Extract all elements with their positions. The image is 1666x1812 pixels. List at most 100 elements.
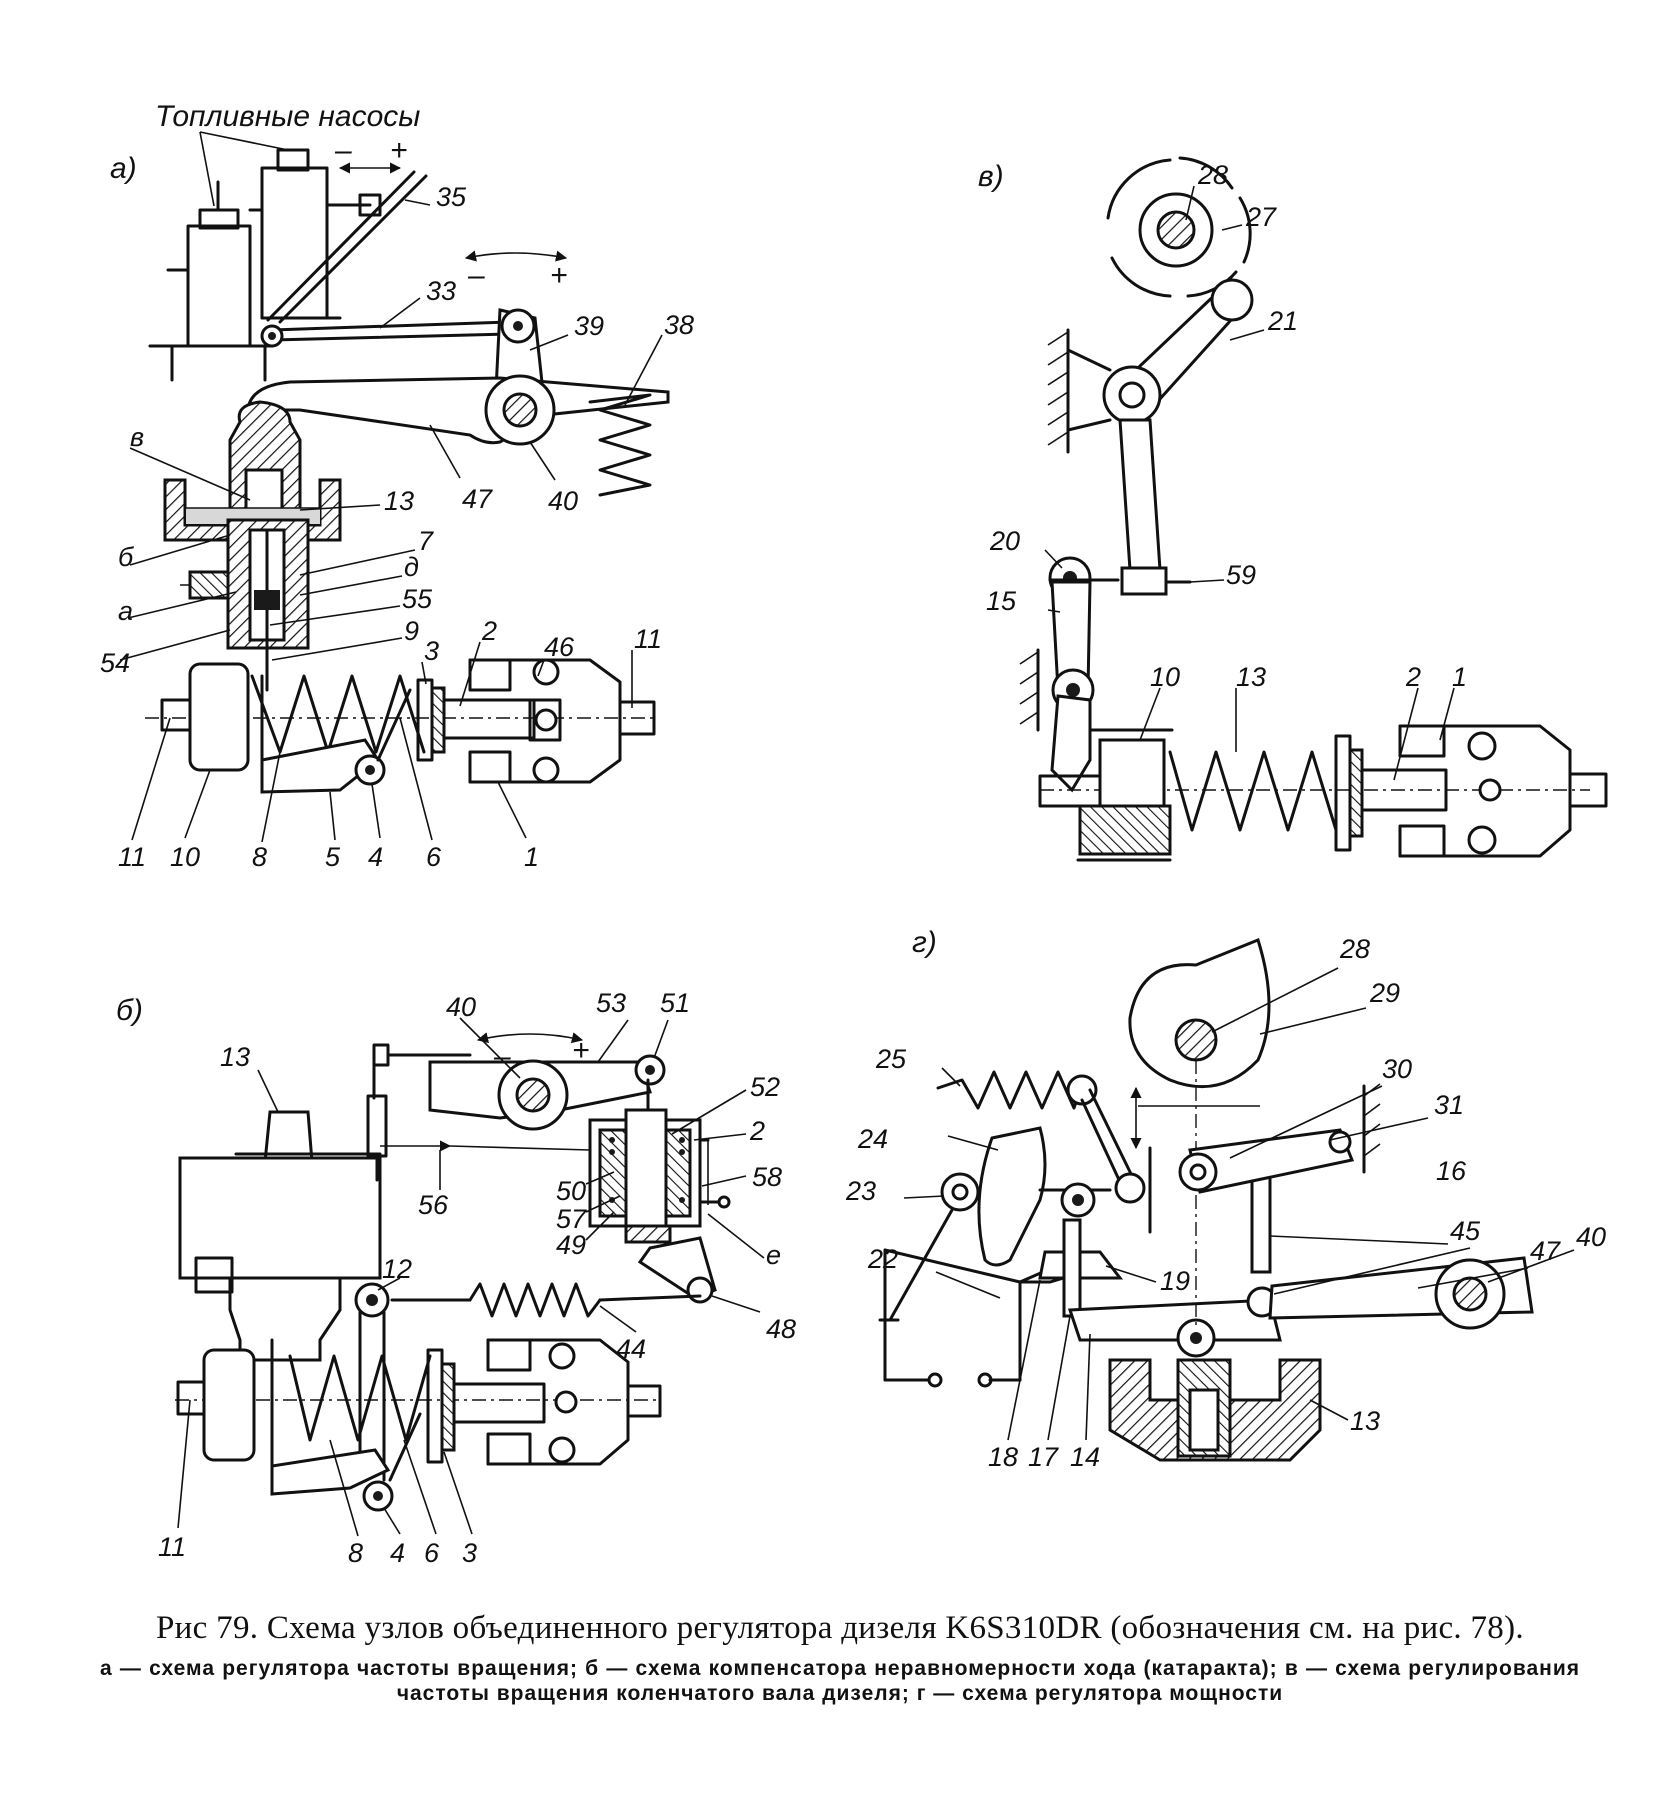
panel-a-part-label: 40	[548, 486, 578, 516]
leader-lines	[119, 131, 1575, 1537]
fuel-pump-right	[248, 148, 382, 320]
panel-g-part-label: 18	[988, 1442, 1018, 1472]
link-33	[270, 320, 512, 332]
caption-legend: а — схема регулятора частоты вращения; б…	[100, 1657, 1580, 1705]
panel-b-part-label: 8	[348, 1538, 363, 1568]
panel-a-part-label: 2	[481, 616, 497, 646]
panel-v-part-label: 15	[986, 586, 1017, 616]
panel-a-lever-minus-sign: –	[467, 259, 485, 292]
panel-a-part-label: 8	[252, 842, 267, 872]
panel-a-lever-plus-sign: +	[550, 259, 568, 292]
panel-b-part-label: 53	[596, 988, 626, 1018]
spring-44	[468, 1282, 602, 1318]
panel-g-part-label: 17	[1028, 1442, 1059, 1472]
panel-b-part-label: 44	[616, 1334, 646, 1364]
panel-b-part-label: 13	[220, 1042, 250, 1072]
flyweight-drum-10	[188, 662, 250, 772]
panel-v-part-label: 13	[1236, 662, 1266, 692]
figure-caption: Рис 79. Схема узлов объединенного регуля…	[100, 1608, 1580, 1706]
panel-a-part-label: 7	[418, 526, 434, 556]
panel-b-part-label: 57	[556, 1204, 587, 1234]
panel-b-part-label: 3	[462, 1538, 477, 1568]
flyweight-drum	[202, 1348, 256, 1462]
panel-a-part-label: 54	[100, 648, 130, 678]
shaft-28	[1156, 210, 1196, 250]
fuel-pump-left	[148, 180, 274, 382]
panel-b-part-label: 50	[556, 1176, 586, 1206]
panel-b-minus-sign: –	[493, 1040, 511, 1073]
panel-a-plus-sign: +	[390, 134, 408, 167]
panel-g-part-label: 22	[867, 1244, 898, 1274]
panel-g-part-label: 24	[857, 1124, 888, 1154]
panel-g-part-label: 13	[1350, 1406, 1380, 1436]
panel-a-part-label: 1	[524, 842, 539, 872]
panel-a-part-label: 10	[170, 842, 200, 872]
panel-g-part-label: 31	[1434, 1090, 1464, 1120]
panel-a-part-label: а	[118, 596, 133, 626]
panel-b-part-label: 40	[446, 992, 476, 1022]
panel-v-part-label: 2	[1405, 662, 1421, 692]
panel-b-part-label: е	[766, 1240, 781, 1270]
panel-a-part-label: 11	[634, 624, 662, 654]
panel-a-part-label: 47	[462, 484, 493, 514]
lever-adjust-arrow	[464, 250, 568, 262]
panel-b-letter: б)	[116, 994, 143, 1027]
panel-v-part-label: 59	[1226, 560, 1256, 590]
panel-a-part-label: 35	[436, 182, 467, 212]
panel-a-part-label: 4	[368, 842, 383, 872]
rod	[1118, 418, 1162, 572]
panel-v-part-label: 20	[989, 526, 1020, 556]
panel-a-part-label: 33	[426, 276, 456, 306]
panel-b-part-label: 52	[750, 1072, 780, 1102]
panel-v-letter: в)	[978, 160, 1004, 193]
panel-g-part-label: 45	[1450, 1216, 1481, 1246]
panel-b-part-label: 56	[418, 1190, 449, 1220]
bearing-3	[430, 686, 446, 754]
panel-b-part-label: 2	[749, 1116, 765, 1146]
panel-v-crankshaft-regulation	[1019, 156, 1608, 862]
panel-a-part-label: 6	[426, 842, 442, 872]
panel-a-part-label: 46	[544, 632, 575, 662]
panel-g-part-label: 23	[845, 1176, 876, 1206]
panel-g-part-label: 40	[1576, 1222, 1606, 1252]
shaft-28	[1174, 1018, 1218, 1062]
panel-a-part-label: 9	[404, 616, 419, 646]
cam-29	[1128, 938, 1271, 1089]
panel-a-title: Топливные насосы	[155, 100, 420, 133]
lever-14	[1067, 1298, 1282, 1342]
panel-g-part-label: 14	[1070, 1442, 1100, 1472]
panel-b-part-label: 4	[390, 1538, 405, 1568]
panel-a-part-label: 3	[424, 636, 439, 666]
panel-g-part-label: 19	[1160, 1266, 1190, 1296]
panel-v-part-label: 28	[1197, 160, 1228, 190]
panel-a-part-label: 13	[384, 486, 414, 516]
panel-g-letter: г)	[912, 926, 937, 959]
spring-8	[250, 674, 426, 754]
gear-27	[1106, 156, 1252, 298]
panel-b-part-label: 51	[660, 988, 690, 1018]
spring-25	[936, 1070, 1082, 1110]
panel-v-part-label: 10	[1150, 662, 1180, 692]
panel-b-part-label: 58	[752, 1162, 782, 1192]
lever	[1080, 1098, 1122, 1184]
panel-g-part-label: 28	[1339, 934, 1370, 964]
caption-title: Рис 79. Схема узлов объединенного регуля…	[156, 1610, 1524, 1646]
spring-38	[588, 393, 652, 497]
panel-a-part-label: 38	[664, 310, 694, 340]
panel-g-part-label: 29	[1369, 978, 1400, 1008]
panel-b-plus-sign: +	[572, 1034, 590, 1067]
spring-8	[288, 1354, 432, 1442]
panel-b-part-label: 48	[766, 1314, 796, 1344]
panel-b-part-label: 6	[424, 1538, 440, 1568]
panel-a-letter: а)	[110, 152, 137, 185]
panel-a-part-label: д	[404, 552, 419, 582]
panel-b-cataract-compensator	[175, 1032, 731, 1512]
panel-a-part-label: 11	[118, 842, 146, 872]
panel-g-power-regulator	[878, 938, 1534, 1462]
panel-a-part-label: 5	[325, 842, 341, 872]
panel-v-part-label: 27	[1245, 202, 1277, 232]
lever-5	[260, 738, 381, 794]
